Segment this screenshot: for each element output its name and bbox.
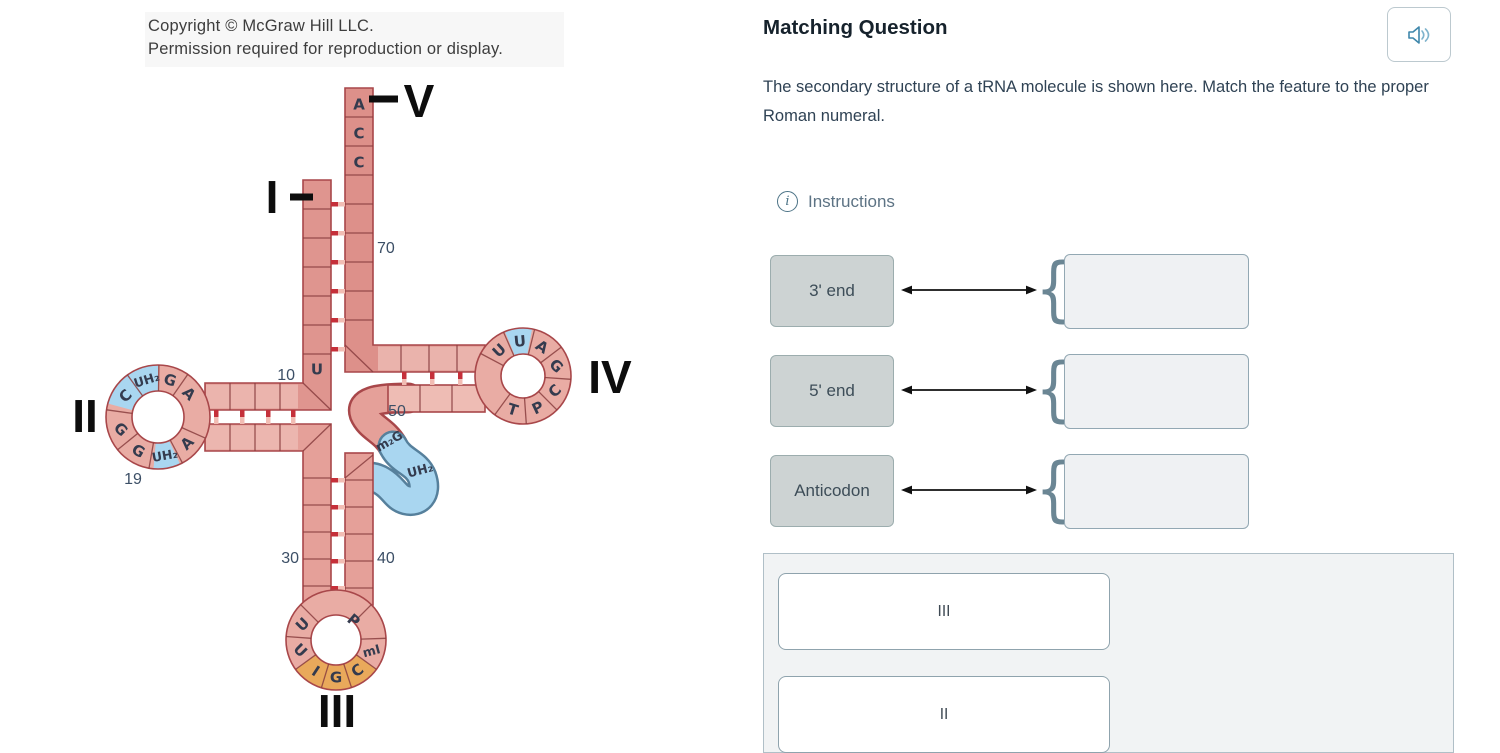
variable-loop xyxy=(346,382,440,516)
acceptor-base-a: A xyxy=(353,95,365,113)
answer-bank: III II xyxy=(763,553,1454,753)
position-70: 70 xyxy=(377,240,395,257)
match-arrow xyxy=(901,485,1037,495)
d-loop-base: UH₂ xyxy=(151,446,179,465)
copyright-notice: Copyright © McGraw Hill LLC. Permission … xyxy=(145,12,564,67)
copyright-line2: Permission required for reproduction or … xyxy=(148,40,504,58)
audio-button[interactable] xyxy=(1387,7,1451,62)
position-19: 19 xyxy=(124,471,142,488)
info-icon: i xyxy=(777,191,798,212)
match-label-3-end: 3' end xyxy=(770,255,894,327)
acceptor-base-c1: C xyxy=(353,124,364,142)
anticodon-loop-ring xyxy=(285,589,387,691)
brace: { xyxy=(1035,348,1072,430)
roman-i: I xyxy=(266,171,279,223)
d-loop-base: G xyxy=(161,370,178,391)
acceptor-stem xyxy=(204,87,486,411)
position-40: 40 xyxy=(377,550,395,567)
roman-iv: IV xyxy=(588,351,632,403)
brace: { xyxy=(1035,248,1072,330)
anticodon-base: G xyxy=(330,668,342,686)
anticodon-right-strand xyxy=(344,452,374,606)
drop-zone-3-end[interactable] xyxy=(1064,254,1249,329)
d-loop-ring xyxy=(105,364,211,470)
match-label-anticodon: Anticodon xyxy=(770,455,894,527)
bank-item-ii[interactable]: II xyxy=(778,676,1110,753)
roman-ii: II xyxy=(72,390,98,442)
t-loop-ring xyxy=(474,327,572,425)
strand-base-u: U xyxy=(311,360,323,378)
brace: { xyxy=(1035,448,1072,530)
speaker-icon xyxy=(1408,25,1430,44)
position-numbers: 70 10 19 50 30 40 xyxy=(124,240,406,567)
bank-item-iii[interactable]: III xyxy=(778,573,1110,650)
match-label-5-end: 5' end xyxy=(770,355,894,427)
page-title: Matching Question xyxy=(763,16,948,39)
match-arrow xyxy=(901,385,1037,395)
roman-v: V xyxy=(404,75,435,127)
position-10: 10 xyxy=(277,367,295,384)
instructions-link[interactable]: i Instructions xyxy=(777,191,895,212)
base-pair-rungs xyxy=(214,202,481,591)
strand-dividers xyxy=(229,116,458,589)
variable-base-uh2: UH₂ xyxy=(405,459,434,480)
acceptor-bases: A C C U xyxy=(311,95,365,378)
question-prompt: The secondary structure of a tRNA molecu… xyxy=(763,78,1429,125)
position-30: 30 xyxy=(281,550,299,567)
drop-zone-5-end[interactable] xyxy=(1064,354,1249,429)
d-loop-base: UH₂ xyxy=(132,369,161,391)
acceptor-base-c2: C xyxy=(353,153,364,171)
instructions-label: Instructions xyxy=(808,191,895,211)
roman-iii: III xyxy=(318,685,356,737)
anticodon-base: mI xyxy=(361,641,382,660)
t-loop-base: U xyxy=(513,332,527,351)
match-arrow xyxy=(901,285,1037,295)
position-50: 50 xyxy=(388,403,406,420)
drop-zone-anticodon[interactable] xyxy=(1064,454,1249,529)
d-arm-lower-and-anticodon-stem xyxy=(204,423,332,606)
copyright-line1: Copyright © McGraw Hill LLC. xyxy=(148,17,374,35)
trna-diagram: A C C U A G UH₂ C G G UH₂ A U U A G C P … xyxy=(72,75,632,737)
roman-callouts: V I II IV III xyxy=(72,75,632,737)
